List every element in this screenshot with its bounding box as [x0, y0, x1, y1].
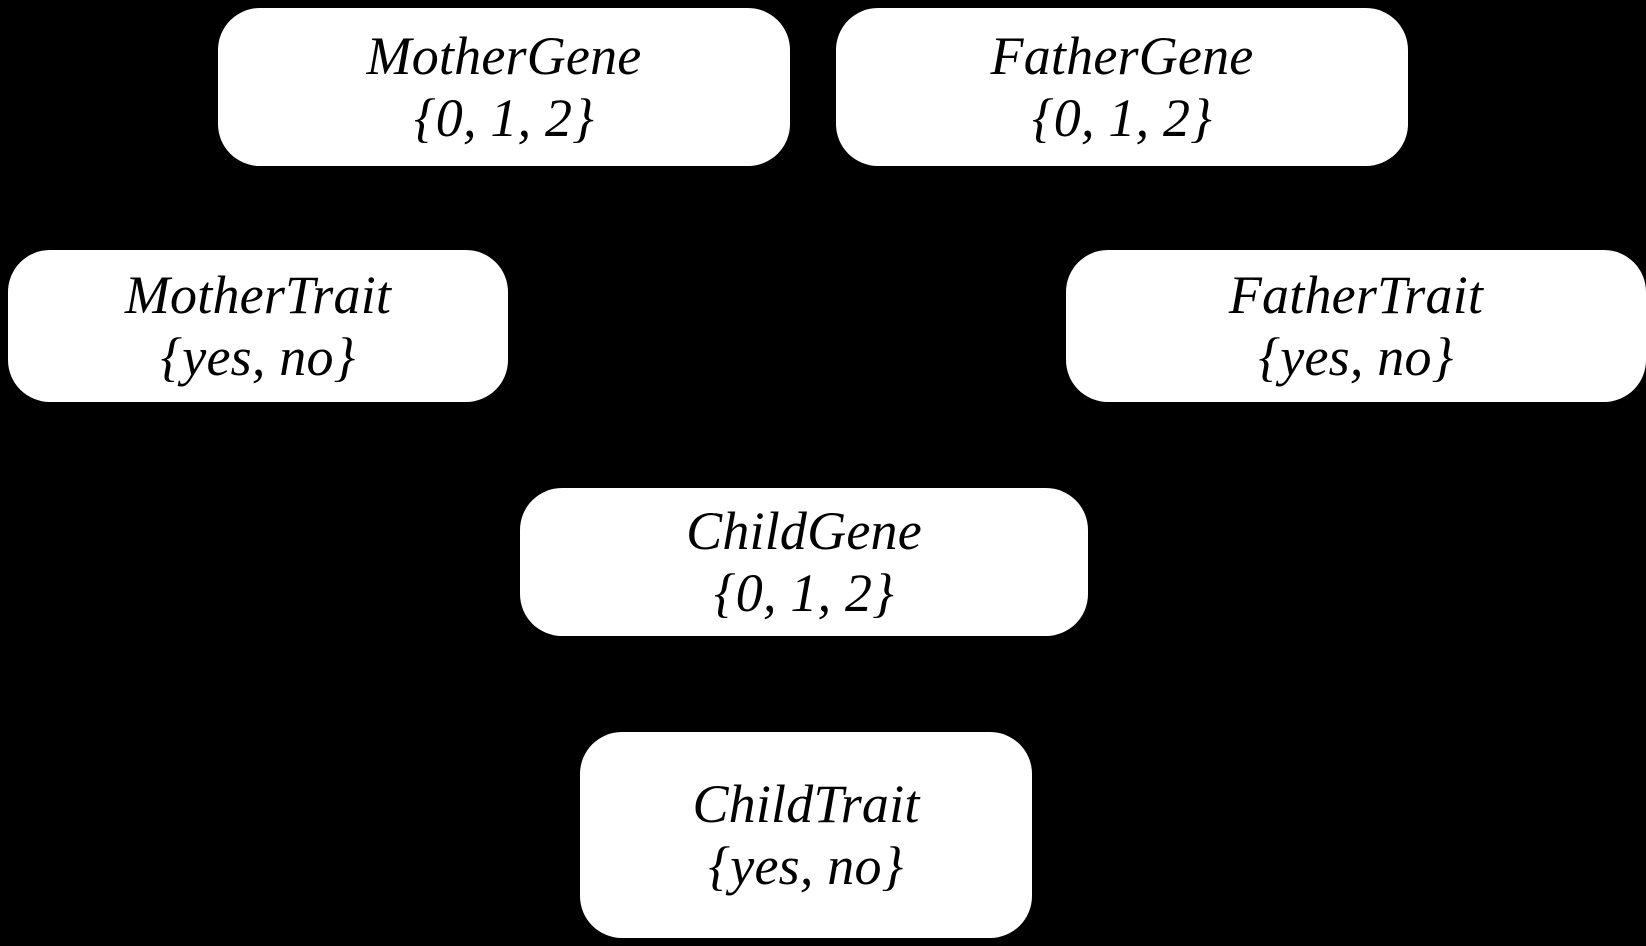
node-mother-gene-domain: {0, 1, 2} — [414, 88, 594, 148]
node-child-trait-domain: {yes, no} — [708, 836, 904, 896]
node-father-gene[interactable]: FatherGene {0, 1, 2} — [836, 8, 1408, 166]
node-father-gene-domain: {0, 1, 2} — [1032, 88, 1212, 148]
node-mother-trait-label: MotherTrait — [124, 264, 392, 325]
node-child-trait-label: ChildTrait — [692, 773, 920, 834]
node-mother-trait[interactable]: MotherTrait {yes, no} — [8, 250, 508, 402]
node-father-trait-domain: {yes, no} — [1258, 327, 1454, 387]
node-child-trait[interactable]: ChildTrait {yes, no} — [580, 732, 1032, 938]
node-father-gene-label: FatherGene — [990, 25, 1254, 86]
node-child-gene-label: ChildGene — [686, 500, 922, 561]
node-child-gene[interactable]: ChildGene {0, 1, 2} — [520, 488, 1088, 636]
node-father-trait[interactable]: FatherTrait {yes, no} — [1066, 250, 1646, 402]
node-mother-gene[interactable]: MotherGene {0, 1, 2} — [218, 8, 790, 166]
node-father-trait-label: FatherTrait — [1228, 264, 1484, 325]
node-child-gene-domain: {0, 1, 2} — [714, 563, 894, 623]
node-mother-gene-label: MotherGene — [366, 25, 642, 86]
node-mother-trait-domain: {yes, no} — [160, 327, 356, 387]
